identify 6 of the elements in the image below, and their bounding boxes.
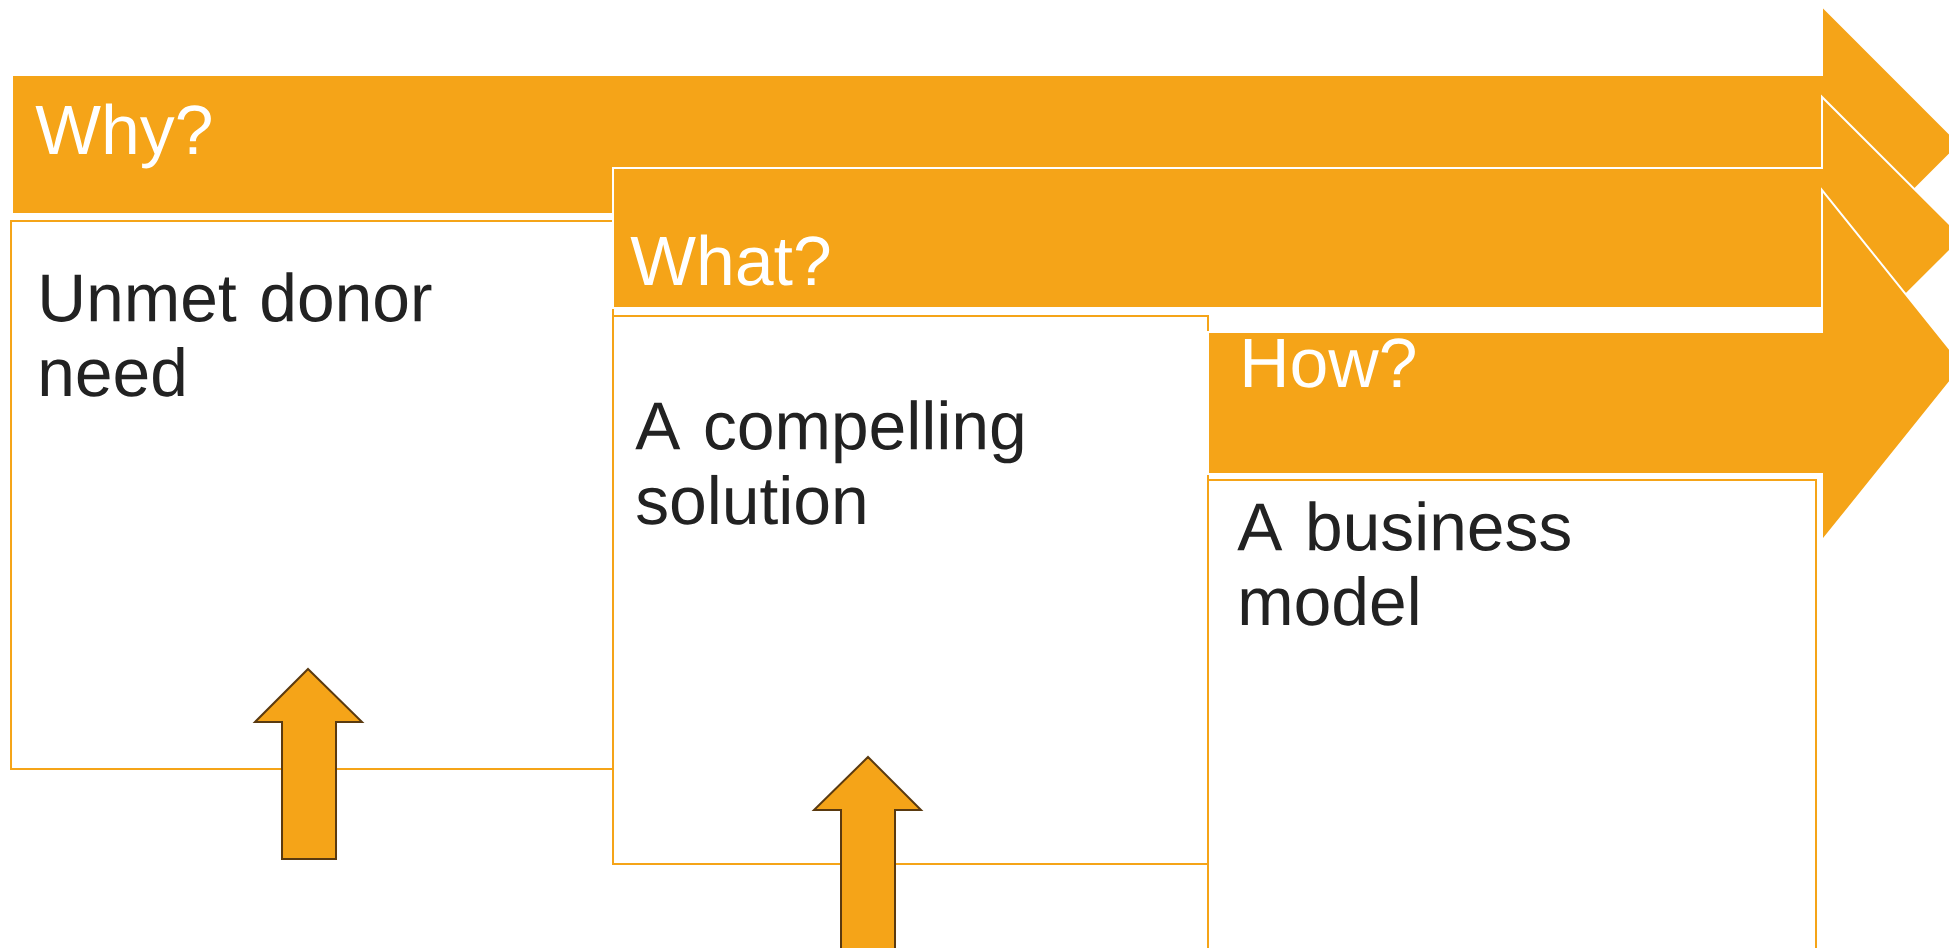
node-label: What? (630, 234, 830, 286)
node-label: Why? (35, 103, 211, 169)
node-label: How? (1244, 338, 1415, 388)
text-box: Unmet donor need (10, 220, 614, 770)
text-box: A business model (1207, 479, 1817, 948)
text-box: A compelling solution (612, 315, 1209, 865)
